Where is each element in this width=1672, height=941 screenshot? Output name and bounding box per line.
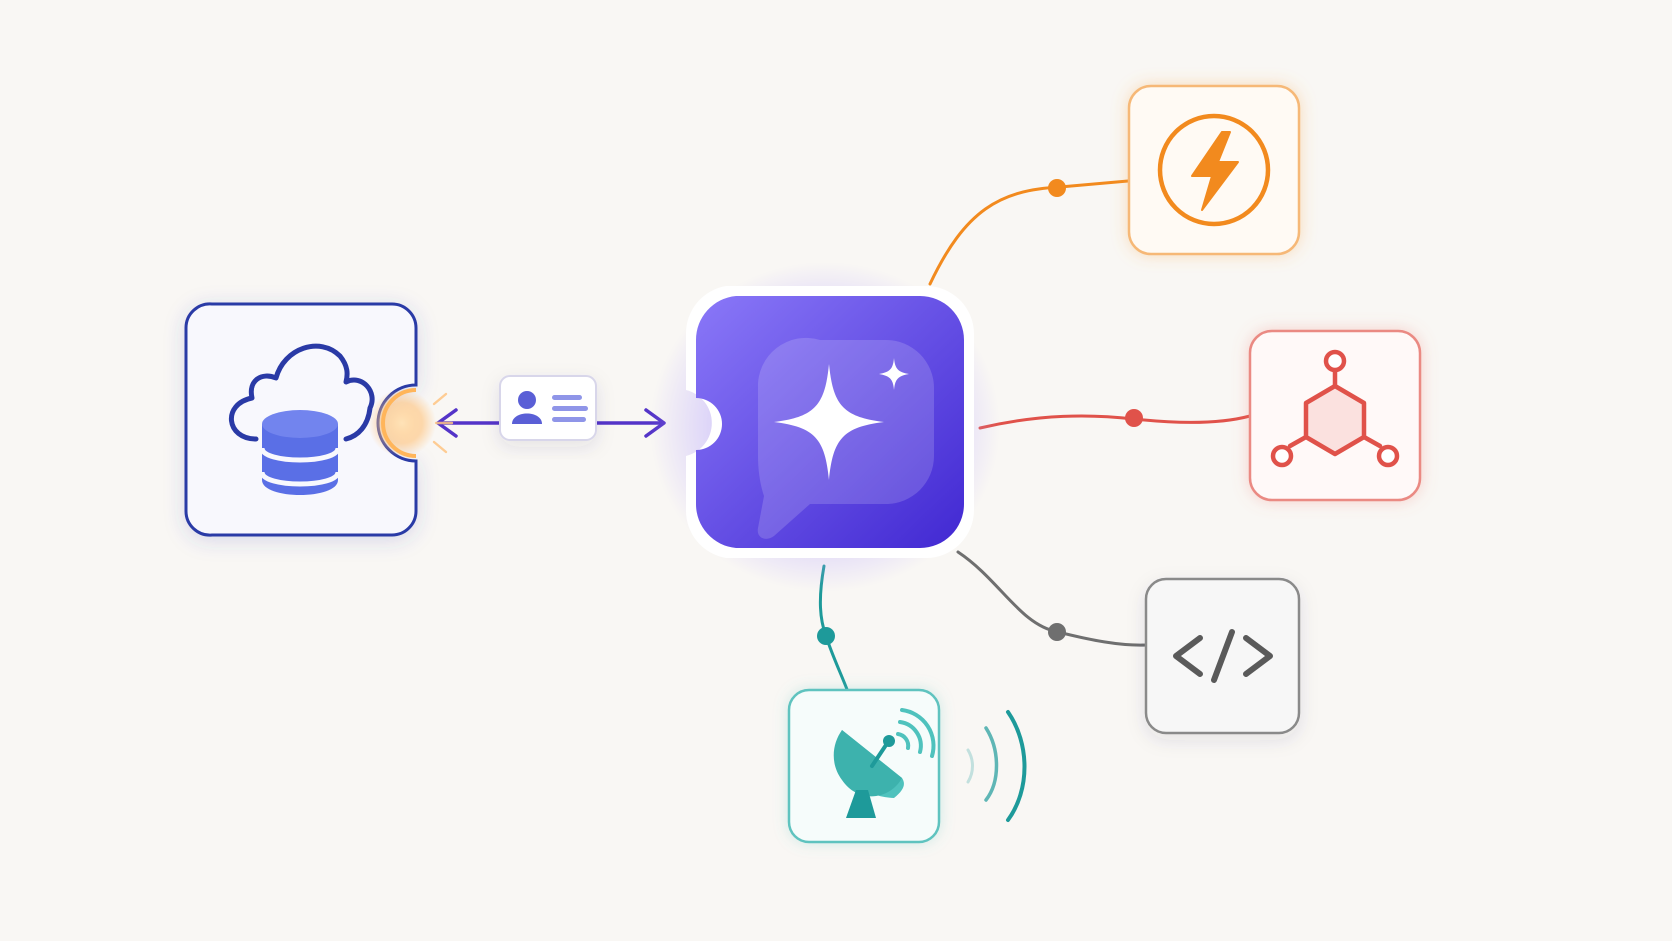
code-icon bbox=[1173, 629, 1273, 683]
connector-molecule bbox=[978, 409, 1252, 430]
satellite-node[interactable] bbox=[787, 688, 941, 844]
lightning-node[interactable] bbox=[1127, 84, 1301, 256]
connector-dot-satellite bbox=[817, 627, 835, 645]
sparkle-large-icon bbox=[774, 364, 884, 480]
connector-dot-lightning bbox=[1048, 179, 1066, 197]
id-card-icon bbox=[512, 391, 588, 424]
code-node[interactable] bbox=[1144, 577, 1301, 735]
satellite-dish-icon bbox=[833, 708, 936, 818]
connector-dot-molecule bbox=[1125, 409, 1143, 427]
cloud-database-icon bbox=[229, 343, 375, 495]
sparkle-chat-icon bbox=[757, 337, 934, 539]
connector-dot-code bbox=[1048, 623, 1066, 641]
connector-lightning bbox=[928, 179, 1130, 286]
id-card-node[interactable] bbox=[499, 375, 597, 441]
molecule-icon bbox=[1270, 349, 1400, 468]
sparkle-small-icon bbox=[879, 358, 909, 390]
connector-code bbox=[956, 550, 1148, 647]
molecule-node[interactable] bbox=[1248, 329, 1422, 502]
plug-glow bbox=[368, 388, 454, 458]
signal-waves-icon bbox=[966, 710, 1027, 822]
hub-node[interactable] bbox=[650, 262, 1000, 592]
lightning-icon bbox=[1157, 113, 1271, 227]
